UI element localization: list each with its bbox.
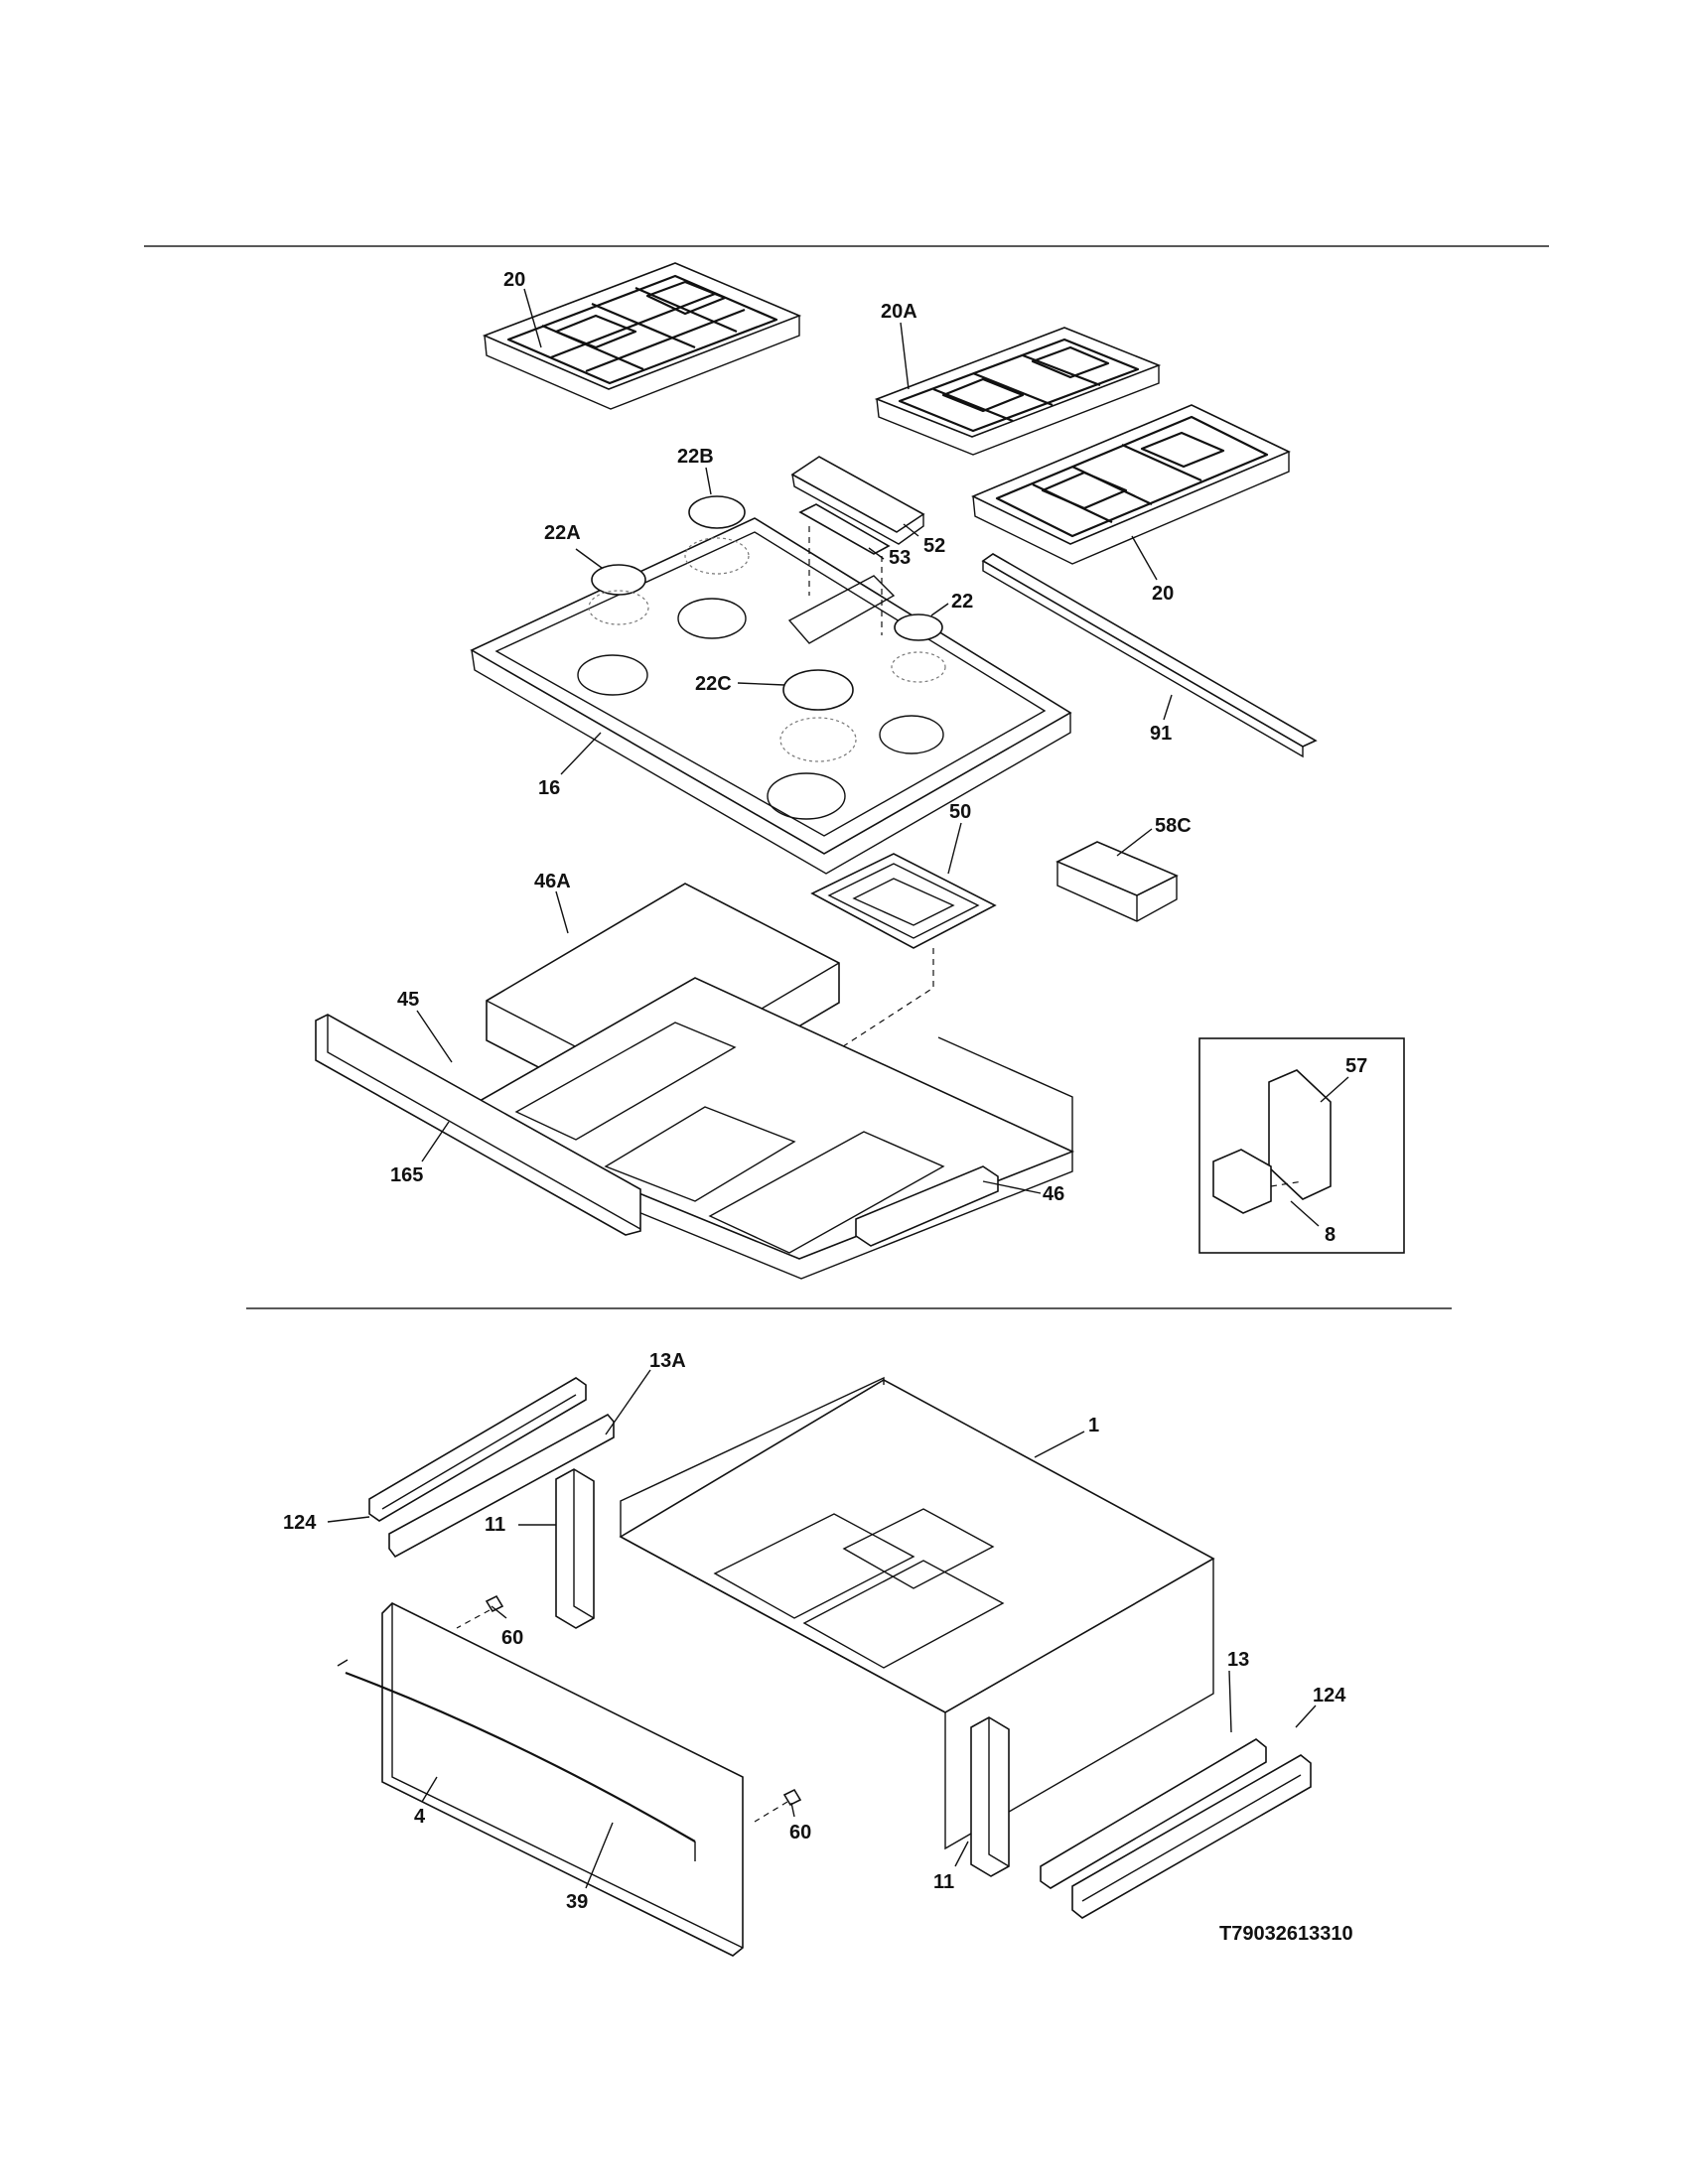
callout-16: 16 <box>538 777 560 799</box>
callout-53: 53 <box>889 547 911 569</box>
callout-39: 39 <box>566 1891 588 1913</box>
vent-grille-53 <box>798 503 891 555</box>
cooktop-16 <box>470 517 1072 875</box>
leader-22 <box>930 603 949 616</box>
callout-60-lower: 60 <box>789 1822 811 1843</box>
leader-20-right <box>1131 535 1158 581</box>
bracket-11-left <box>555 1468 595 1629</box>
burner-cap-22C <box>782 669 854 711</box>
leader-13 <box>1228 1670 1232 1733</box>
burner-ring-22B <box>684 537 750 575</box>
callout-46A: 46A <box>534 871 571 892</box>
vent-dash-line-2 <box>833 948 934 1053</box>
callout-57: 57 <box>1345 1055 1367 1077</box>
leader-4 <box>421 1776 438 1803</box>
callout-4: 4 <box>414 1806 426 1828</box>
callout-124-left: 124 <box>283 1512 317 1534</box>
burner-cap-22 <box>894 614 943 641</box>
vent-dash-line <box>808 526 883 635</box>
leader-57 <box>1320 1076 1349 1103</box>
burner-ring-22C <box>779 717 857 762</box>
callout-13A: 13A <box>649 1350 686 1372</box>
leader-60-lower <box>790 1802 795 1818</box>
leader-22B <box>705 467 712 495</box>
leader-52 <box>903 523 919 537</box>
grate-20A <box>874 327 1162 456</box>
leader-20A <box>900 322 910 390</box>
callout-45: 45 <box>397 989 419 1011</box>
callout-13: 13 <box>1227 1649 1249 1671</box>
vent-assembly-50 <box>810 853 997 949</box>
callout-165: 165 <box>390 1164 423 1186</box>
bracket-11-right <box>970 1716 1010 1877</box>
callout-11-right: 11 <box>933 1871 954 1893</box>
leader-165 <box>421 1121 450 1162</box>
burner-ring-22A <box>588 590 649 625</box>
leader-16 <box>560 732 602 775</box>
callout-91: 91 <box>1150 723 1172 745</box>
leader-20-left <box>523 288 542 348</box>
burner-ring-22 <box>891 651 946 683</box>
leader-39 <box>585 1822 614 1889</box>
callout-22C: 22C <box>695 673 732 695</box>
burner-cap-22A <box>591 564 646 596</box>
slide-13 <box>1040 1738 1267 1889</box>
leader-53 <box>868 547 885 560</box>
vent-trim-52 <box>790 456 925 545</box>
leader-124-right <box>1295 1705 1317 1728</box>
drawer-front-4 <box>381 1602 744 1957</box>
trim-strip-91 <box>981 553 1318 758</box>
leader-60-upper <box>491 1605 507 1619</box>
slide-124-right <box>1071 1754 1312 1919</box>
leader-45 <box>416 1010 453 1063</box>
callout-11-left: 11 <box>485 1514 505 1536</box>
callout-60-upper: 60 <box>501 1627 523 1649</box>
grate-20-right <box>971 404 1291 565</box>
leader-8 <box>1290 1200 1320 1227</box>
callout-20A: 20A <box>881 301 917 323</box>
bracket-165 <box>315 1014 641 1236</box>
callout-52: 52 <box>923 535 945 557</box>
inset-box <box>1198 1037 1405 1254</box>
callout-58C: 58C <box>1155 815 1192 837</box>
screw-60-upper <box>456 1594 504 1629</box>
drawer-box-1 <box>619 1376 1215 1850</box>
leader-91 <box>1163 694 1173 721</box>
leader-46A <box>555 890 569 934</box>
callout-8: 8 <box>1325 1224 1336 1246</box>
block-58C <box>1055 841 1179 922</box>
leader-50 <box>947 822 962 875</box>
grate-20-left <box>482 262 802 410</box>
drawer-handle-39 <box>337 1659 696 1861</box>
leader-124-left <box>327 1516 370 1523</box>
burner-box-45 <box>450 977 1075 1280</box>
leader-13A <box>605 1369 651 1435</box>
slide-124-left <box>368 1377 587 1522</box>
leader-46 <box>982 1180 1042 1194</box>
callout-20-left: 20 <box>503 269 525 291</box>
slide-13A <box>388 1413 615 1559</box>
leader-58C <box>1116 828 1153 857</box>
leader-11-right <box>954 1841 969 1867</box>
burner-cap-22B <box>688 495 746 529</box>
callout-22A: 22A <box>544 522 581 544</box>
leader-1 <box>1034 1431 1085 1458</box>
leader-22A <box>575 548 603 569</box>
leader-22C <box>737 682 785 686</box>
callout-22: 22 <box>951 591 973 613</box>
callout-22B: 22B <box>677 446 714 468</box>
callout-46: 46 <box>1043 1183 1064 1205</box>
callout-50: 50 <box>949 801 971 823</box>
callout-1: 1 <box>1088 1415 1099 1436</box>
callout-20-right: 20 <box>1152 583 1174 605</box>
screw-60-lower <box>754 1788 802 1823</box>
callout-124-right: 124 <box>1313 1685 1346 1706</box>
rail-46 <box>855 1165 999 1247</box>
diagram-code: T79032613310 <box>1219 1923 1353 1945</box>
